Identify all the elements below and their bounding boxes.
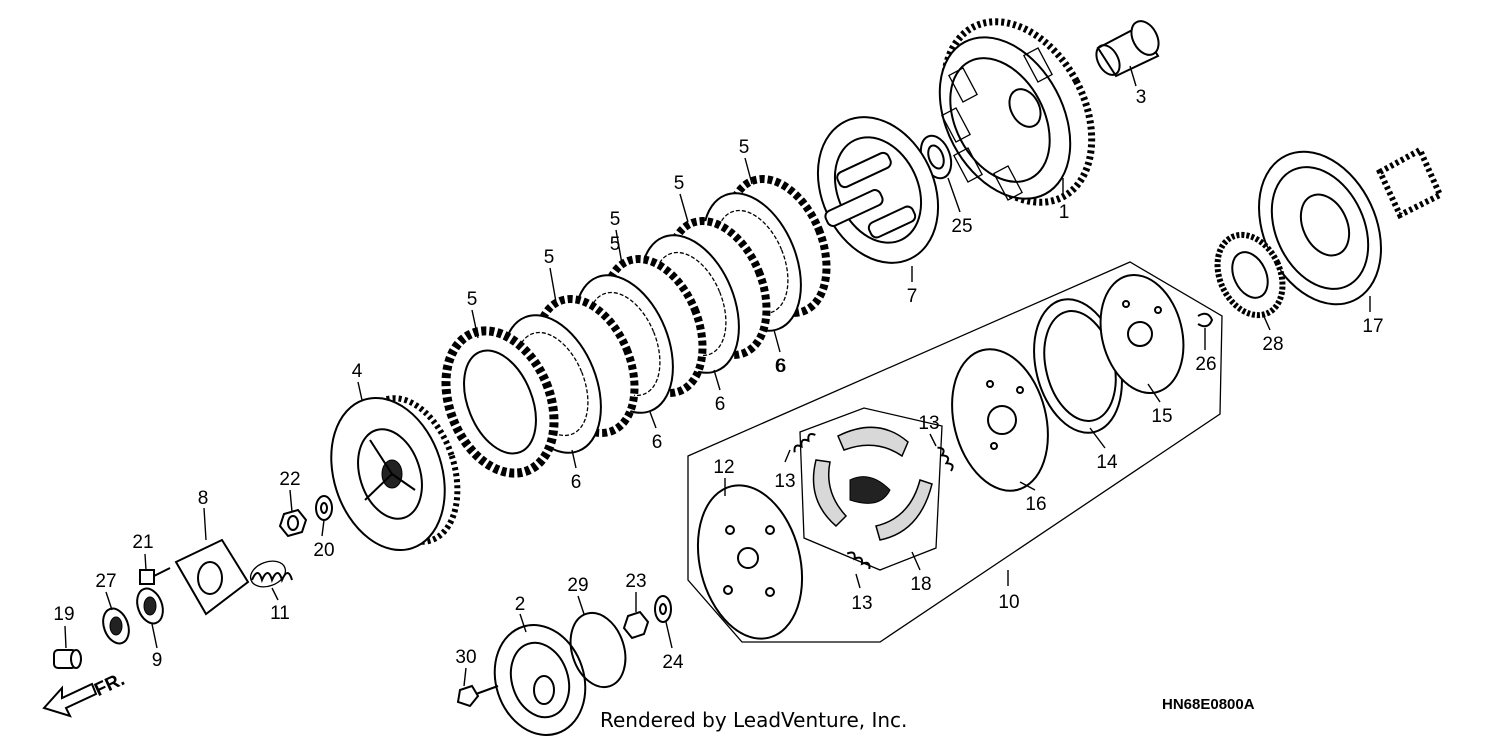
- callout-12: 12: [713, 457, 734, 478]
- callout-6a: 6: [776, 356, 787, 377]
- callout-4: 4: [352, 361, 363, 382]
- callout-10: 10: [998, 592, 1019, 613]
- callout-2: 2: [515, 594, 526, 615]
- callout-28: 28: [1262, 334, 1283, 355]
- part-clutch-shoes-18: [812, 426, 933, 541]
- callout-16: 16: [1025, 494, 1046, 515]
- callout-11: 11: [270, 603, 290, 624]
- part-washer-24: [654, 595, 672, 623]
- callout-5f: 5: [610, 234, 621, 255]
- callout-13c: 13: [851, 593, 872, 614]
- callout-6e: 6: [775, 356, 786, 377]
- callout-20: 20: [313, 540, 334, 561]
- callout-25: 25: [951, 216, 972, 237]
- part-clutch-center: [330, 395, 461, 552]
- callout-1: 1: [1059, 202, 1070, 223]
- callout-6c: 6: [652, 432, 663, 453]
- callout-6b: 6: [715, 394, 726, 415]
- credit-text: Rendered by LeadVenture, Inc.: [600, 708, 908, 732]
- part-springs-13: [793, 432, 954, 570]
- part-collar: [1095, 20, 1160, 78]
- part-clip-26: [1197, 312, 1214, 328]
- callout-30: 30: [455, 647, 476, 668]
- callout-15: 15: [1151, 406, 1172, 427]
- part-washer-20: [315, 495, 333, 521]
- part-plate-16: [951, 348, 1049, 492]
- callout-8: 8: [198, 488, 209, 509]
- part-drive-plate-12: [696, 484, 804, 640]
- part-plate-15: [1099, 273, 1185, 395]
- part-o-ring-29: [569, 611, 627, 689]
- callout-5a: 5: [467, 289, 478, 310]
- shoe-outline: [799, 407, 943, 571]
- callout-23: 23: [625, 571, 646, 592]
- callout-29: 29: [567, 575, 588, 596]
- part-bolt-30: [456, 684, 499, 708]
- callout-26: 26: [1195, 354, 1216, 375]
- callout-22: 22: [279, 469, 300, 490]
- callout-5b: 5: [544, 247, 555, 268]
- callout-21: 21: [132, 532, 153, 553]
- clutch-disc-stack: [441, 175, 831, 478]
- callout-5e: 5: [739, 137, 750, 158]
- callout-5d: 5: [674, 173, 685, 194]
- callout-13a: 13: [774, 471, 795, 492]
- callout-19: 19: [53, 604, 74, 625]
- callout-6d: 6: [571, 472, 582, 493]
- part-bearing-9: [136, 587, 164, 625]
- callout-13b: 13: [918, 413, 939, 434]
- leader-lines: [64, 65, 1371, 687]
- callout-24: 24: [662, 652, 684, 673]
- callout-27: 27: [95, 571, 116, 592]
- part-nut-22: [278, 508, 308, 538]
- callout-18: 18: [910, 574, 931, 595]
- part-bolt-21: [139, 567, 171, 585]
- front-arrow-icon: [42, 682, 98, 718]
- part-bearing-28: [1214, 231, 1286, 319]
- part-pressure-plate: [816, 116, 940, 264]
- callout-5c: 5: [610, 209, 621, 230]
- callouts: 1 2 3 4 5 5 5 5 5 5 6 6 6 6 6 7 8 9 10 1…: [53, 87, 1383, 673]
- part-spring-11: [249, 560, 293, 588]
- callout-17: 17: [1362, 316, 1383, 337]
- callout-3: 3: [1136, 87, 1147, 108]
- part-bearing-27: [102, 607, 130, 645]
- callout-7: 7: [907, 286, 918, 307]
- front-arrow-label: FR.: [91, 669, 128, 701]
- callout-14: 14: [1096, 452, 1118, 473]
- part-cover-2: [493, 624, 587, 736]
- callout-9: 9: [152, 650, 163, 671]
- part-plate-8: [174, 538, 250, 616]
- diagram-code: HN68E0800A: [1162, 696, 1255, 713]
- part-pin-19: [53, 649, 82, 669]
- part-clutch-outer: [938, 18, 1096, 206]
- assembly-outline: [687, 261, 1223, 643]
- part-nut-23: [622, 610, 650, 640]
